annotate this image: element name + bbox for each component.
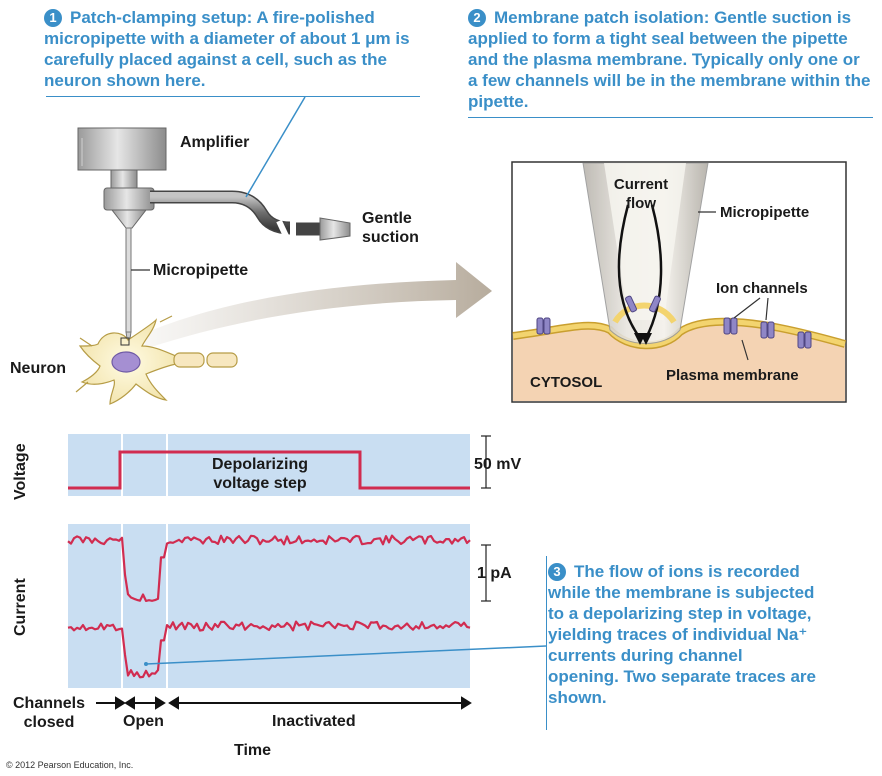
amplifier-icon: [77, 127, 167, 229]
current-scale-label: 1 pA: [477, 565, 512, 582]
step2-text: Membrane patch isolation: Gentle suction…: [468, 8, 871, 111]
step1-leader: [245, 96, 306, 198]
step3-leader: [145, 645, 547, 665]
credit-line: © 2012 Pearson Education, Inc.: [6, 760, 134, 770]
current-trace-1: [67, 534, 471, 602]
phase-arrows: [96, 696, 472, 710]
step3-rule: [546, 556, 547, 730]
suction-tube: [150, 190, 351, 241]
voltage-plot: [68, 434, 470, 496]
ion-channels-label: Ion channels: [716, 280, 808, 297]
cytosol-label: CYTOSOL: [530, 374, 603, 391]
zoom-arrow: [138, 262, 492, 348]
plasma-membrane-label: Plasma membrane: [666, 367, 799, 384]
voltage-scale-label: 50 mV: [474, 456, 522, 473]
neuron-label: Neuron: [10, 360, 66, 377]
phase-inactivated-label: Inactivated: [272, 713, 356, 730]
phase-closed-label: Channels closed: [12, 695, 85, 731]
voltage-scale-bar: [481, 435, 491, 489]
inset-micropipette-label: Micropipette: [720, 204, 810, 221]
step2-number: 2: [468, 9, 486, 27]
current-flow-label: Current flow: [613, 176, 669, 212]
current-axis-label: Current: [12, 578, 29, 636]
gentle-suction-label: Gentle suction: [362, 210, 419, 246]
step3-text: The flow of ions is recorded while the m…: [548, 562, 816, 707]
neuron-icon: [75, 315, 238, 405]
phase-open-label: Open: [123, 713, 164, 730]
membrane-inset: [511, 161, 847, 403]
current-plot: [67, 524, 471, 688]
amplifier-label: Amplifier: [180, 134, 250, 151]
time-axis-label: Time: [234, 742, 272, 759]
current-scale-bar: [481, 544, 491, 602]
step1-rule: [46, 96, 420, 97]
micropipette-label: Micropipette: [153, 262, 249, 279]
depolarizing-label: Depolarizing voltage step: [211, 456, 308, 492]
voltage-axis-label: Voltage: [12, 443, 29, 500]
step1-number: 1: [44, 9, 62, 27]
current-trace-2: [67, 620, 471, 679]
step3-number: 3: [548, 563, 566, 581]
step2-rule: [468, 117, 873, 118]
micropipette-icon: [125, 227, 132, 343]
step1-text: Patch-clamping setup: A fire-polished mi…: [44, 8, 410, 90]
